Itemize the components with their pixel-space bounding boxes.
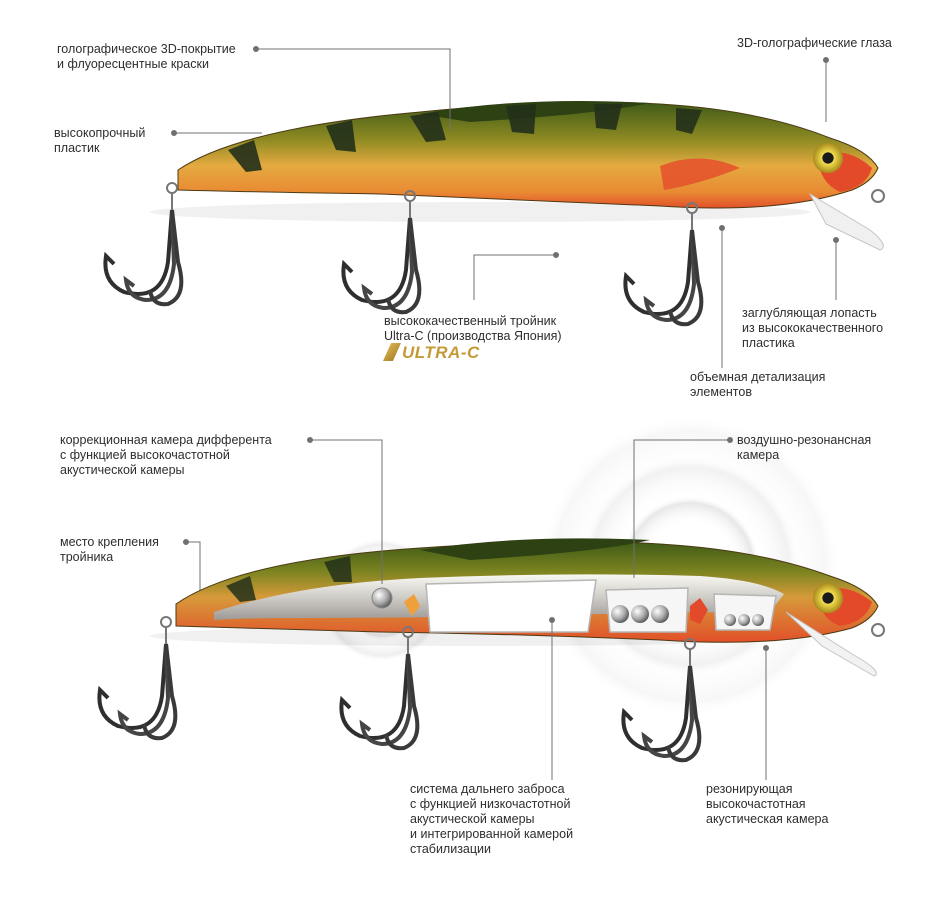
trim-chamber-ball	[371, 587, 393, 609]
ultra-c-logo: ULTRA-C	[383, 343, 480, 363]
treble-hook-icon	[623, 201, 704, 327]
label-eyes: 3D-голографические глаза	[737, 36, 892, 50]
eye-icon	[813, 583, 843, 613]
bottom-lure	[150, 538, 885, 677]
bottom-leader-lines	[183, 437, 769, 780]
ultra-c-logo-icon	[383, 343, 401, 361]
eye-icon	[813, 143, 843, 173]
top-lure	[150, 101, 885, 251]
treble-hook-icon	[103, 181, 184, 307]
top-leader-lines	[171, 46, 839, 368]
long-cast-chamber	[425, 579, 597, 633]
